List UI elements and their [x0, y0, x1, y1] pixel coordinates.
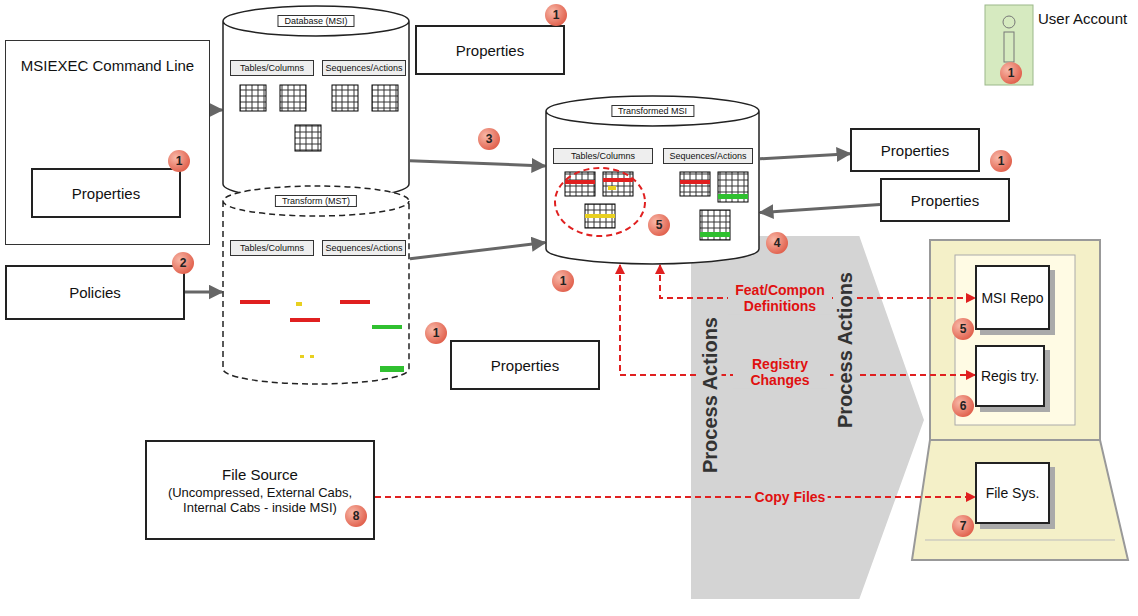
callout-number: 5 — [648, 214, 670, 236]
transformed-cylinder: Transformed MSI Tables/Columns Sequences/A… — [545, 95, 760, 265]
policies-box: Policies — [5, 265, 185, 320]
flow-arrow — [410, 243, 545, 259]
node-title: Tables/Columns — [571, 151, 635, 161]
node-title: Regis try. — [981, 368, 1039, 384]
computer-drawing — [912, 240, 1128, 560]
file-source-box: File Source (Uncompressed, External Cabs,… — [145, 440, 375, 540]
node-title: Tables/Columns — [240, 243, 304, 253]
callout-number: 4 — [766, 232, 788, 254]
node-title: Properties — [456, 42, 524, 59]
properties-box: Properties — [31, 168, 181, 218]
flow-arrow — [760, 204, 880, 212]
flow-arrow — [210, 109, 222, 112]
properties-box: Properties — [450, 340, 600, 390]
node-title: Database (MSI) — [277, 15, 354, 27]
node-title: File Sys. — [986, 485, 1040, 501]
node-note: (Uncompressed, External Cabs, Internal C… — [150, 485, 370, 515]
node-title: User Account — [1038, 10, 1133, 27]
callout-number: 1 — [425, 322, 447, 344]
callout-number: 5 — [952, 318, 974, 340]
table-header: Sequences/Actions — [322, 240, 406, 256]
edge-label: Feat/Compon Definitions — [728, 281, 832, 315]
process-band — [690, 235, 925, 600]
transform-cylinder: Transform (MST) Tables/Columns Sequences/A… — [222, 185, 410, 385]
node-title: Transform (MST) — [275, 195, 357, 207]
node-title: File Source — [222, 466, 298, 483]
flow-arrow — [760, 154, 850, 159]
dashed-arrow — [375, 496, 975, 498]
callout-number: 1 — [1000, 62, 1022, 84]
account-label: User Account — [1038, 10, 1133, 55]
node-title: MSIEXEC Command Line — [21, 57, 194, 74]
flow-arrow — [185, 291, 222, 294]
callout-number: 1 — [545, 4, 567, 26]
repository-box: MSI Repo — [975, 265, 1050, 330]
node-title: Sequences/Actions — [325, 63, 402, 73]
flow-arrow — [410, 161, 545, 166]
database-cylinder: Database (MSI) Tables/Columns Sequences/Ac… — [222, 5, 410, 200]
node-title: Transformed MSI — [611, 105, 694, 117]
table-header: Tables/Columns — [553, 148, 653, 164]
cylinder-outline — [222, 185, 410, 385]
callout-number: 8 — [345, 505, 367, 527]
node-title: Properties — [911, 192, 979, 209]
file-system-box: File Sys. — [975, 462, 1050, 524]
node-title: MSI Repo — [981, 290, 1043, 306]
command-line-box: MSIEXEC Command LineProperties — [5, 40, 210, 245]
node-title: Properties — [881, 142, 949, 159]
callout-number: 2 — [172, 252, 194, 274]
table-header: Tables/Columns — [230, 60, 314, 76]
node-title: Policies — [69, 284, 121, 301]
callout-number: 6 — [952, 395, 974, 417]
band-label: Process Actions — [834, 270, 857, 430]
callout-number: 7 — [952, 515, 974, 537]
cylinder-outline — [222, 5, 410, 200]
table-header: Sequences/Actions — [322, 60, 406, 76]
callout-number: 1 — [552, 270, 574, 292]
callout-number: 1 — [990, 150, 1012, 172]
node-title: Tables/Columns — [240, 63, 304, 73]
edge-label: Copy Files — [753, 488, 828, 506]
properties-box: Properties — [850, 128, 980, 172]
properties-box: Properties — [415, 25, 565, 75]
band-label: Process Actions — [699, 315, 722, 475]
node-title: Properties — [491, 357, 559, 374]
user-icon — [985, 5, 1033, 85]
node-title: Properties — [72, 185, 140, 202]
registry-box: Regis try. — [975, 345, 1045, 407]
callout-number: 1 — [168, 150, 190, 172]
node-title: Sequences/Actions — [325, 243, 402, 253]
properties-box: Properties — [880, 178, 1010, 222]
table-header: Tables/Columns — [230, 240, 314, 256]
edge-label: Registry Changes — [733, 355, 827, 389]
callout-number: 3 — [478, 128, 500, 150]
cylinder-outline — [545, 95, 760, 265]
table-header: Sequences/Actions — [663, 148, 753, 164]
node-title: Sequences/Actions — [669, 151, 746, 161]
